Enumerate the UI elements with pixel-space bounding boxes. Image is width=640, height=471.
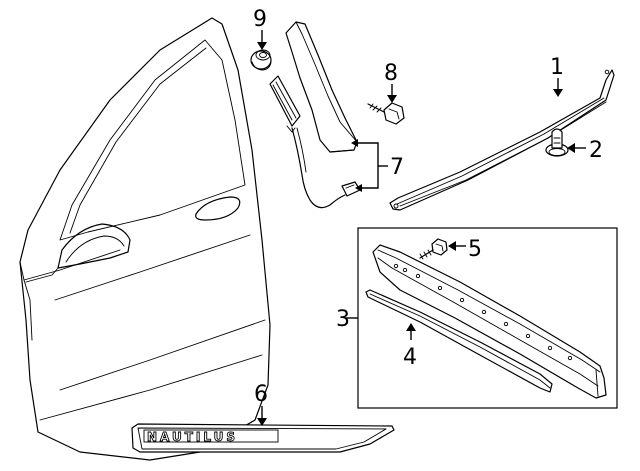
callout-6: 6 [254,382,268,407]
arrow-7b [355,184,362,192]
arrow-5 [448,241,456,251]
pillar-applique [285,21,358,153]
arrow-9 [257,42,267,50]
callout-5: 5 [468,237,482,262]
callout-7: 7 [390,155,404,180]
keypad-sensor [269,75,361,209]
callout-8: 8 [384,61,398,86]
arrow-7a [351,139,358,147]
part-8-screw [367,102,405,125]
nameplate-lettering: NAUTILUS [147,430,238,444]
callout-4: 4 [403,345,417,370]
part-5-screw [419,238,448,260]
callout-3: 3 [336,307,350,332]
callout-9: 9 [253,7,267,32]
leader-7-bracket [358,142,379,189]
arrow-8 [387,95,397,103]
part-1-weatherstrip [389,69,615,211]
part-6-nameplate: NAUTILUS [131,423,395,453]
nameplate-lettering-box [143,429,279,443]
part-4-strip [365,289,553,393]
front-door [19,17,271,461]
callout-2: 2 [589,138,603,163]
part-9-nut [250,49,272,71]
callout-1: 1 [550,55,564,80]
arrow-2 [567,143,575,153]
arrow-4 [406,323,416,331]
arrow-1 [553,89,563,97]
arrow-6 [257,418,267,426]
part-2-clip [545,128,569,157]
rocker-holes [393,263,573,361]
rocker-molding [372,244,607,399]
